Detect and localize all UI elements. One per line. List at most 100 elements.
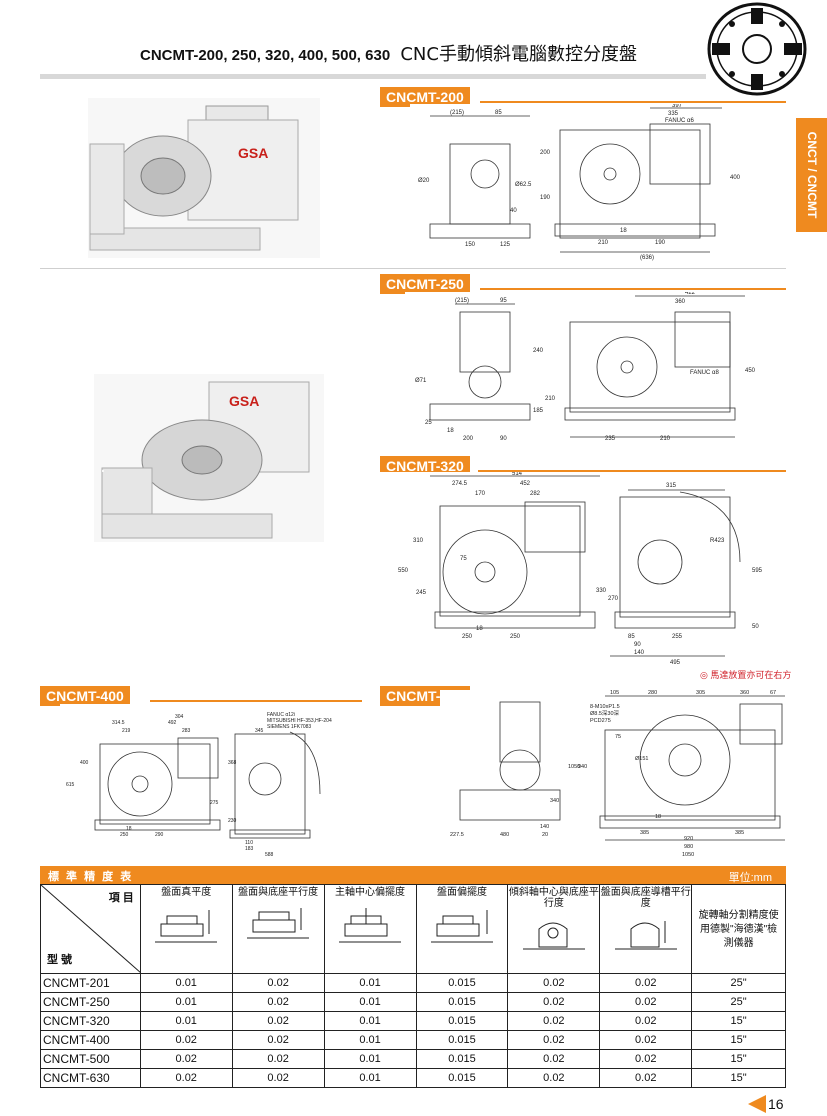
dim: 588 (265, 852, 274, 858)
header-title-cn: CNC手動傾斜電腦數控分度盤 (400, 44, 637, 65)
dim: 245 (416, 590, 427, 596)
dim: 230 (228, 818, 237, 824)
dim: 18 (476, 626, 483, 632)
flatness-figure-icon (155, 910, 218, 943)
dim: 980 (684, 844, 693, 850)
dim: 227.5 (450, 832, 464, 838)
dim: 95 (500, 298, 507, 304)
dim: 452 (520, 481, 531, 487)
table-header-row: 項 目 型 號 盤面真平度 盤面與底座平行度 主軸中心偏擺度 盤面偏擺度 傾斜軸… (40, 884, 786, 974)
dim: 450 (745, 368, 756, 374)
section-rule (478, 470, 786, 472)
page-number: 16 (768, 1096, 784, 1112)
side-category-tab: CNCT / CNCMT (796, 118, 827, 232)
dim: 422 (685, 292, 696, 296)
dim: 1050 (568, 764, 580, 770)
motor-note: ◎ 馬達放置亦可在右方 (700, 670, 792, 680)
cncmt-250-drawing: (215) 95 422 360 FANUC α8 240 210 185 25… (405, 292, 790, 442)
section-rule (480, 288, 786, 290)
dim: 18 (447, 428, 454, 434)
dim: Ø71 (415, 378, 427, 384)
dim: Ø20 (418, 178, 430, 184)
rotary-table-icon (707, 2, 807, 96)
dim: 940 (578, 764, 587, 770)
dim: 219 (122, 728, 131, 734)
cncmt-320-tag: CNCMT-320 (380, 456, 470, 476)
dim: 185 (533, 408, 544, 414)
dim: FANUC α6 (665, 118, 694, 124)
dim: 280 (648, 690, 657, 696)
column-header: 盤面與底座平行度 (231, 884, 325, 974)
dim: 200 (463, 436, 474, 442)
dim: 18 (655, 814, 661, 820)
dim: 385 (640, 830, 649, 836)
dim: 125 (500, 242, 511, 248)
dim: 304 (175, 714, 184, 720)
dim: 282 (530, 491, 541, 497)
dim: 67 (770, 690, 776, 696)
dim: 595 (752, 568, 763, 574)
column-header: 盤面真平度 (139, 884, 233, 974)
dim: (215) (455, 298, 469, 304)
section-rule (480, 101, 786, 103)
dim: 140 (540, 824, 549, 830)
accuracy-table-unit: 單位:mm (728, 872, 772, 884)
dim: 480 (500, 832, 509, 838)
section-rule (150, 700, 362, 702)
brand-logo: GSA (238, 145, 268, 161)
dim: 170 (475, 491, 486, 497)
dim: 85 (495, 110, 502, 116)
dim: R423 (710, 538, 725, 544)
dim: 315 (666, 483, 677, 489)
dim: 250 (462, 634, 473, 640)
dim: 150 (465, 242, 476, 248)
dim: 368 (228, 760, 237, 766)
column-header: 盤面與底座導槽平行度 (599, 884, 693, 974)
dim: 1050 (682, 852, 694, 858)
dim: 250 (120, 832, 129, 838)
dim: 85 (628, 634, 635, 640)
dim: 8-M10xP1.5 (590, 704, 620, 710)
dim: 492 (168, 720, 177, 726)
dim: 920 (684, 836, 693, 842)
cncmt-320-drawing: 514 274.5 452 170 282 315 310 550 245 33… (380, 472, 790, 668)
spacer (102, 470, 104, 472)
cncmt-400-tag: CNCMT-400 (40, 686, 130, 706)
dim: 360 (675, 299, 686, 305)
dim: 283 (182, 728, 191, 734)
dim: 183 (245, 846, 254, 852)
dim: 330 (596, 588, 607, 594)
page-arrow-icon (748, 1095, 766, 1113)
dim: Ø62.5 (515, 182, 532, 188)
dim: SIEMENS 1FK7083 (267, 724, 311, 730)
slot-parallelism-figure-icon (614, 921, 677, 950)
column-header: 傾斜軸中心與底座平行度 (507, 884, 601, 974)
dim: 385 (735, 830, 744, 836)
parallelism-figure-icon (247, 908, 310, 939)
dim: 140 (634, 650, 645, 656)
dim: 550 (398, 568, 409, 574)
accuracy-table-header: 標 準 精 度 表 單位:mm (40, 866, 786, 884)
table-corner-cell: 項 目 型 號 (40, 884, 141, 974)
column-header: 盤面偏擺度 (415, 884, 509, 974)
dim: 210 (660, 436, 671, 442)
dim: 400 (80, 760, 89, 766)
dim: 75 (615, 734, 621, 740)
dim: 495 (670, 660, 681, 666)
cncmt-630-drawing: 105 280 305 360 67 8-M10xP1.5 Ø8.5深30深 P… (440, 690, 790, 860)
dim: (636) (640, 255, 654, 261)
dim: 25 (425, 420, 432, 426)
column-header: 主軸中心偏擺度 (323, 884, 417, 974)
face-runout-figure-icon (430, 910, 493, 943)
dim: 210 (598, 240, 609, 246)
cncmt-200-drawing: (215) 85 397 335 FANUC α6 200 190 40 150… (410, 104, 790, 262)
dim: FANUC α8 (690, 370, 719, 376)
dim: 20 (542, 832, 548, 838)
dim: 90 (634, 642, 641, 648)
dim: 274.5 (452, 481, 468, 487)
dim: 340 (550, 798, 559, 804)
dim: 40 (510, 208, 517, 214)
dim: (215) (450, 110, 464, 116)
